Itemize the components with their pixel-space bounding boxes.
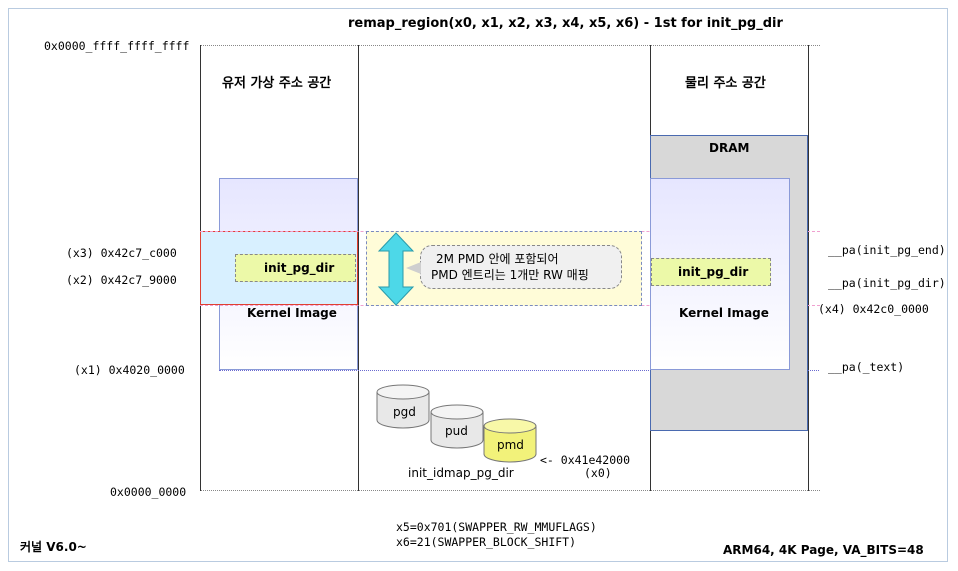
x1-guide-line (219, 370, 819, 371)
dram-label: DRAM (709, 141, 750, 155)
x5-note: x5=0x701(SWAPPER_RW_MMUFLAGS) (396, 520, 597, 534)
addr-x1: (x1) 0x4020_0000 (74, 363, 185, 377)
virtual-space-label: 유저 가상 주소 공간 (222, 76, 332, 91)
pud-label: pud (445, 424, 468, 438)
pgd-label: pgd (393, 405, 416, 419)
note-line-2: PMD 엔트리는 1개만 RW 매핑 (431, 268, 589, 282)
x0-address: <- 0x41e42000 (540, 453, 631, 467)
addr-top: 0x0000_ffff_ffff_ffff (44, 39, 190, 53)
physical-space-right-border (808, 45, 809, 491)
double-arrow-icon (377, 232, 415, 306)
addr-bottom: 0x0000_0000 (110, 485, 187, 499)
note-bubble (420, 245, 622, 289)
init-pg-dir-virtual-label: init_pg_dir (264, 261, 335, 275)
pgd-cylinder-icon (376, 384, 430, 429)
pud-cylinder-icon (430, 404, 484, 449)
physical-space-label: 물리 주소 공간 (685, 76, 766, 91)
note-bubble-pointer (406, 262, 421, 274)
diagram-title: remap_region(x0, x1, x2, x3, x4, x5, x6)… (348, 16, 783, 31)
init-pg-dir-physical-label: init_pg_dir (678, 265, 749, 279)
addr-x3: (x3) 0x42c7_c000 (66, 246, 177, 260)
pa-init-pg-end: __pa(init_pg_end) (828, 243, 946, 257)
x6-note: x6=21(SWAPPER_BLOCK_SHIFT) (396, 535, 577, 549)
kernel-image-physical-label: Kernel Image (679, 306, 769, 320)
note-line-1: 2M PMD 안에 포함되어 (436, 252, 559, 266)
bottom-address-line (200, 490, 820, 491)
init-pg-dir-physical (651, 258, 771, 286)
x0-label: (x0) (584, 466, 612, 480)
addr-x2: (x2) 0x42c7_9000 (66, 273, 177, 287)
pmd-label: pmd (497, 438, 524, 452)
addr-x4: (x4) 0x42c0_0000 (818, 302, 929, 316)
init-pg-dir-virtual (235, 254, 356, 282)
diagram-frame (8, 8, 948, 562)
init-idmap-pg-dir-label: init_idmap_pg_dir (408, 466, 514, 480)
pmd-cylinder-icon (483, 418, 537, 463)
kernel-image-virtual-label: Kernel Image (247, 306, 337, 320)
arch-info: ARM64, 4K Page, VA_BITS=48 (723, 543, 924, 557)
pa-init-pg-dir: __pa(init_pg_dir) (828, 276, 946, 290)
virtual-space-right-border (358, 45, 359, 491)
pa-text: __pa(_text) (828, 360, 905, 374)
kernel-version: 커널 V6.0~ (20, 540, 87, 554)
top-address-line (200, 45, 820, 46)
